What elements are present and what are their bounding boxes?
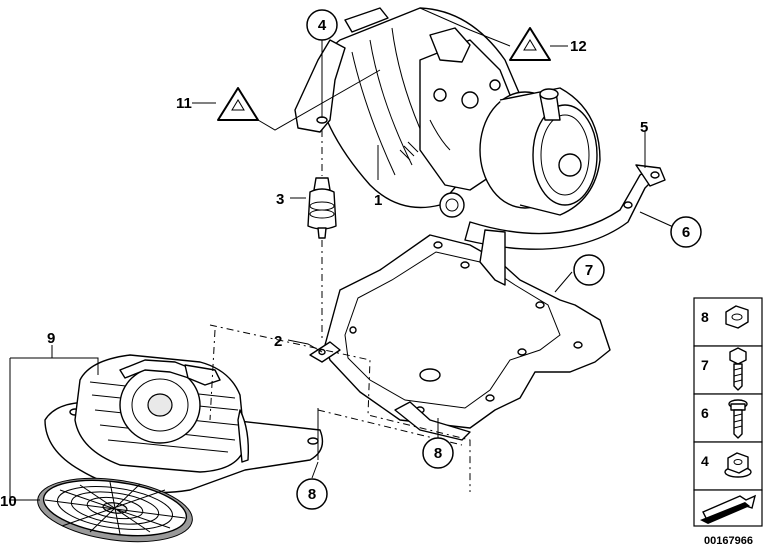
callout-8-fan-label: 8 (308, 486, 316, 503)
callout-5: 5 (640, 119, 648, 136)
mounting-bracket (309, 229, 611, 441)
callout-4: 4 (306, 9, 338, 41)
callout-4-label: 4 (318, 17, 327, 34)
rubber-mount (307, 130, 337, 340)
hex-bolt-icon (729, 347, 747, 391)
callout-11: 11 (176, 95, 192, 112)
callout-12: 12 (570, 38, 587, 55)
callout-10-label: 10 (0, 493, 17, 510)
callout-3: 3 (276, 191, 284, 208)
fastener-side-panel: 8 7 6 4 (693, 297, 763, 527)
callout-8-bracket: 8 (422, 437, 454, 469)
side-panel-label-7: 7 (701, 357, 709, 373)
callout-7-label: 7 (585, 262, 593, 279)
callout-2-label: 2 (274, 333, 282, 350)
leader-lines (9, 7, 681, 501)
fan-grille (37, 477, 193, 543)
callout-7: 7 (573, 254, 605, 286)
pump-assembly (294, 7, 601, 218)
callout-6: 6 (670, 216, 702, 248)
direction-arrow-icon (700, 494, 757, 524)
hex-nut-icon (725, 305, 749, 329)
callout-11-label: 11 (176, 95, 192, 112)
side-panel-label-6: 6 (701, 405, 709, 421)
fan-assembly (44, 354, 324, 494)
callout-10: 10 (0, 493, 17, 510)
side-panel-label-4: 4 (701, 453, 709, 469)
callout-1-label: 1 (374, 192, 382, 209)
warning-triangle-12 (509, 27, 551, 61)
flange-nut-icon (724, 452, 752, 478)
callout-1: 1 (374, 192, 382, 209)
callout-8-fan: 8 (296, 478, 328, 510)
callout-9-label: 9 (47, 330, 55, 347)
document-number: 00167966 (704, 535, 753, 547)
callout-8-bracket-label: 8 (434, 445, 442, 462)
retaining-strap (464, 164, 666, 250)
callout-5-label: 5 (640, 119, 648, 136)
callout-12-label: 12 (570, 38, 587, 55)
warning-triangle-11 (217, 87, 259, 121)
callout-3-label: 3 (276, 191, 284, 208)
callout-9: 9 (47, 330, 55, 347)
callout-2: 2 (274, 333, 282, 350)
flange-bolt-icon (728, 399, 748, 439)
callout-6-label: 6 (682, 224, 690, 241)
side-panel-label-8: 8 (701, 309, 709, 325)
